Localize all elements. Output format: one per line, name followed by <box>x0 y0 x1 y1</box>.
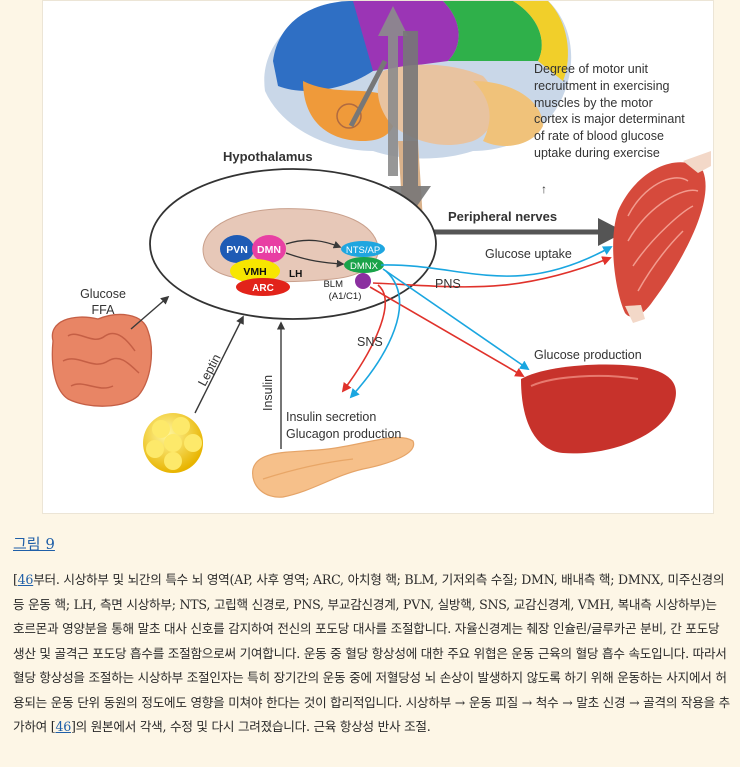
blm-nucleus <box>355 273 371 289</box>
pns-label: PNS <box>435 277 461 291</box>
caption-text-2: ]의 원본에서 각색, 수정 및 다시 그려졌습니다. 근육 항상성 반사 조절… <box>71 719 431 734</box>
dmn-label: DMN <box>257 244 281 256</box>
liver-illustration <box>521 364 676 453</box>
peripheral-nerves-label: Peripheral nerves <box>448 209 557 224</box>
glucose-uptake-label: Glucose uptake <box>485 247 572 261</box>
pvn-label: PVN <box>226 244 248 256</box>
motor-note-line-1: Degree of motor unit <box>534 62 648 76</box>
glucose-label: Glucose <box>80 287 126 301</box>
motor-note-line-2: recruitment in exercising <box>534 79 670 93</box>
dmnx-label: DMNX <box>350 261 379 272</box>
leptin-label: Leptin <box>195 352 223 389</box>
insulin-secretion-label: Insulin secretion <box>286 410 376 424</box>
sns-label: SNS <box>357 335 383 349</box>
lh-label: LH <box>289 269 302 280</box>
a1c1-label: (A1/C1) <box>329 291 362 302</box>
figure-caption: [46부터. 시상하부 및 뇌간의 특수 뇌 영역(AP, 사후 영역; ARC… <box>13 568 731 740</box>
motor-note-line-4: cortex is major determinant <box>534 112 685 126</box>
intestine-illustration <box>52 315 151 407</box>
figure-panel: Hypothalamus Degree of motor unit recrui… <box>42 0 714 514</box>
ffa-label: FFA <box>92 303 116 317</box>
nts-ap-label: NTS/AP <box>346 245 380 256</box>
caption-text-1: 부터. 시상하부 및 뇌간의 특수 뇌 영역(AP, 사후 영역; ARC, 아… <box>13 572 730 734</box>
motor-note-line-6: uptake during exercise <box>534 146 660 160</box>
reference-link-1[interactable]: 46 <box>18 572 34 587</box>
figure-illustration: Hypothalamus Degree of motor unit recrui… <box>43 1 713 513</box>
hypothalamus-label: Hypothalamus <box>223 149 313 164</box>
glucagon-production-label: Glucagon production <box>286 427 401 441</box>
reference-link-2[interactable]: 46 <box>55 719 71 734</box>
motor-note-arrow: ↑ <box>541 182 547 196</box>
insulin-label: Insulin <box>261 375 275 411</box>
glucose-ffa-arrow <box>131 297 168 329</box>
motor-note-line-5: of rate of blood glucose <box>534 129 664 143</box>
vmh-label: VMH <box>243 266 266 278</box>
motor-note-line-3: muscles by the motor <box>534 96 653 110</box>
blm-label: BLM <box>323 279 343 290</box>
muscle-illustration <box>613 151 711 323</box>
adipose-illustration <box>143 413 203 473</box>
pancreas-illustration <box>253 437 414 497</box>
figure-link[interactable]: 그림 9 <box>13 533 55 554</box>
arc-label: ARC <box>252 283 274 294</box>
glucose-production-label: Glucose production <box>534 348 642 362</box>
